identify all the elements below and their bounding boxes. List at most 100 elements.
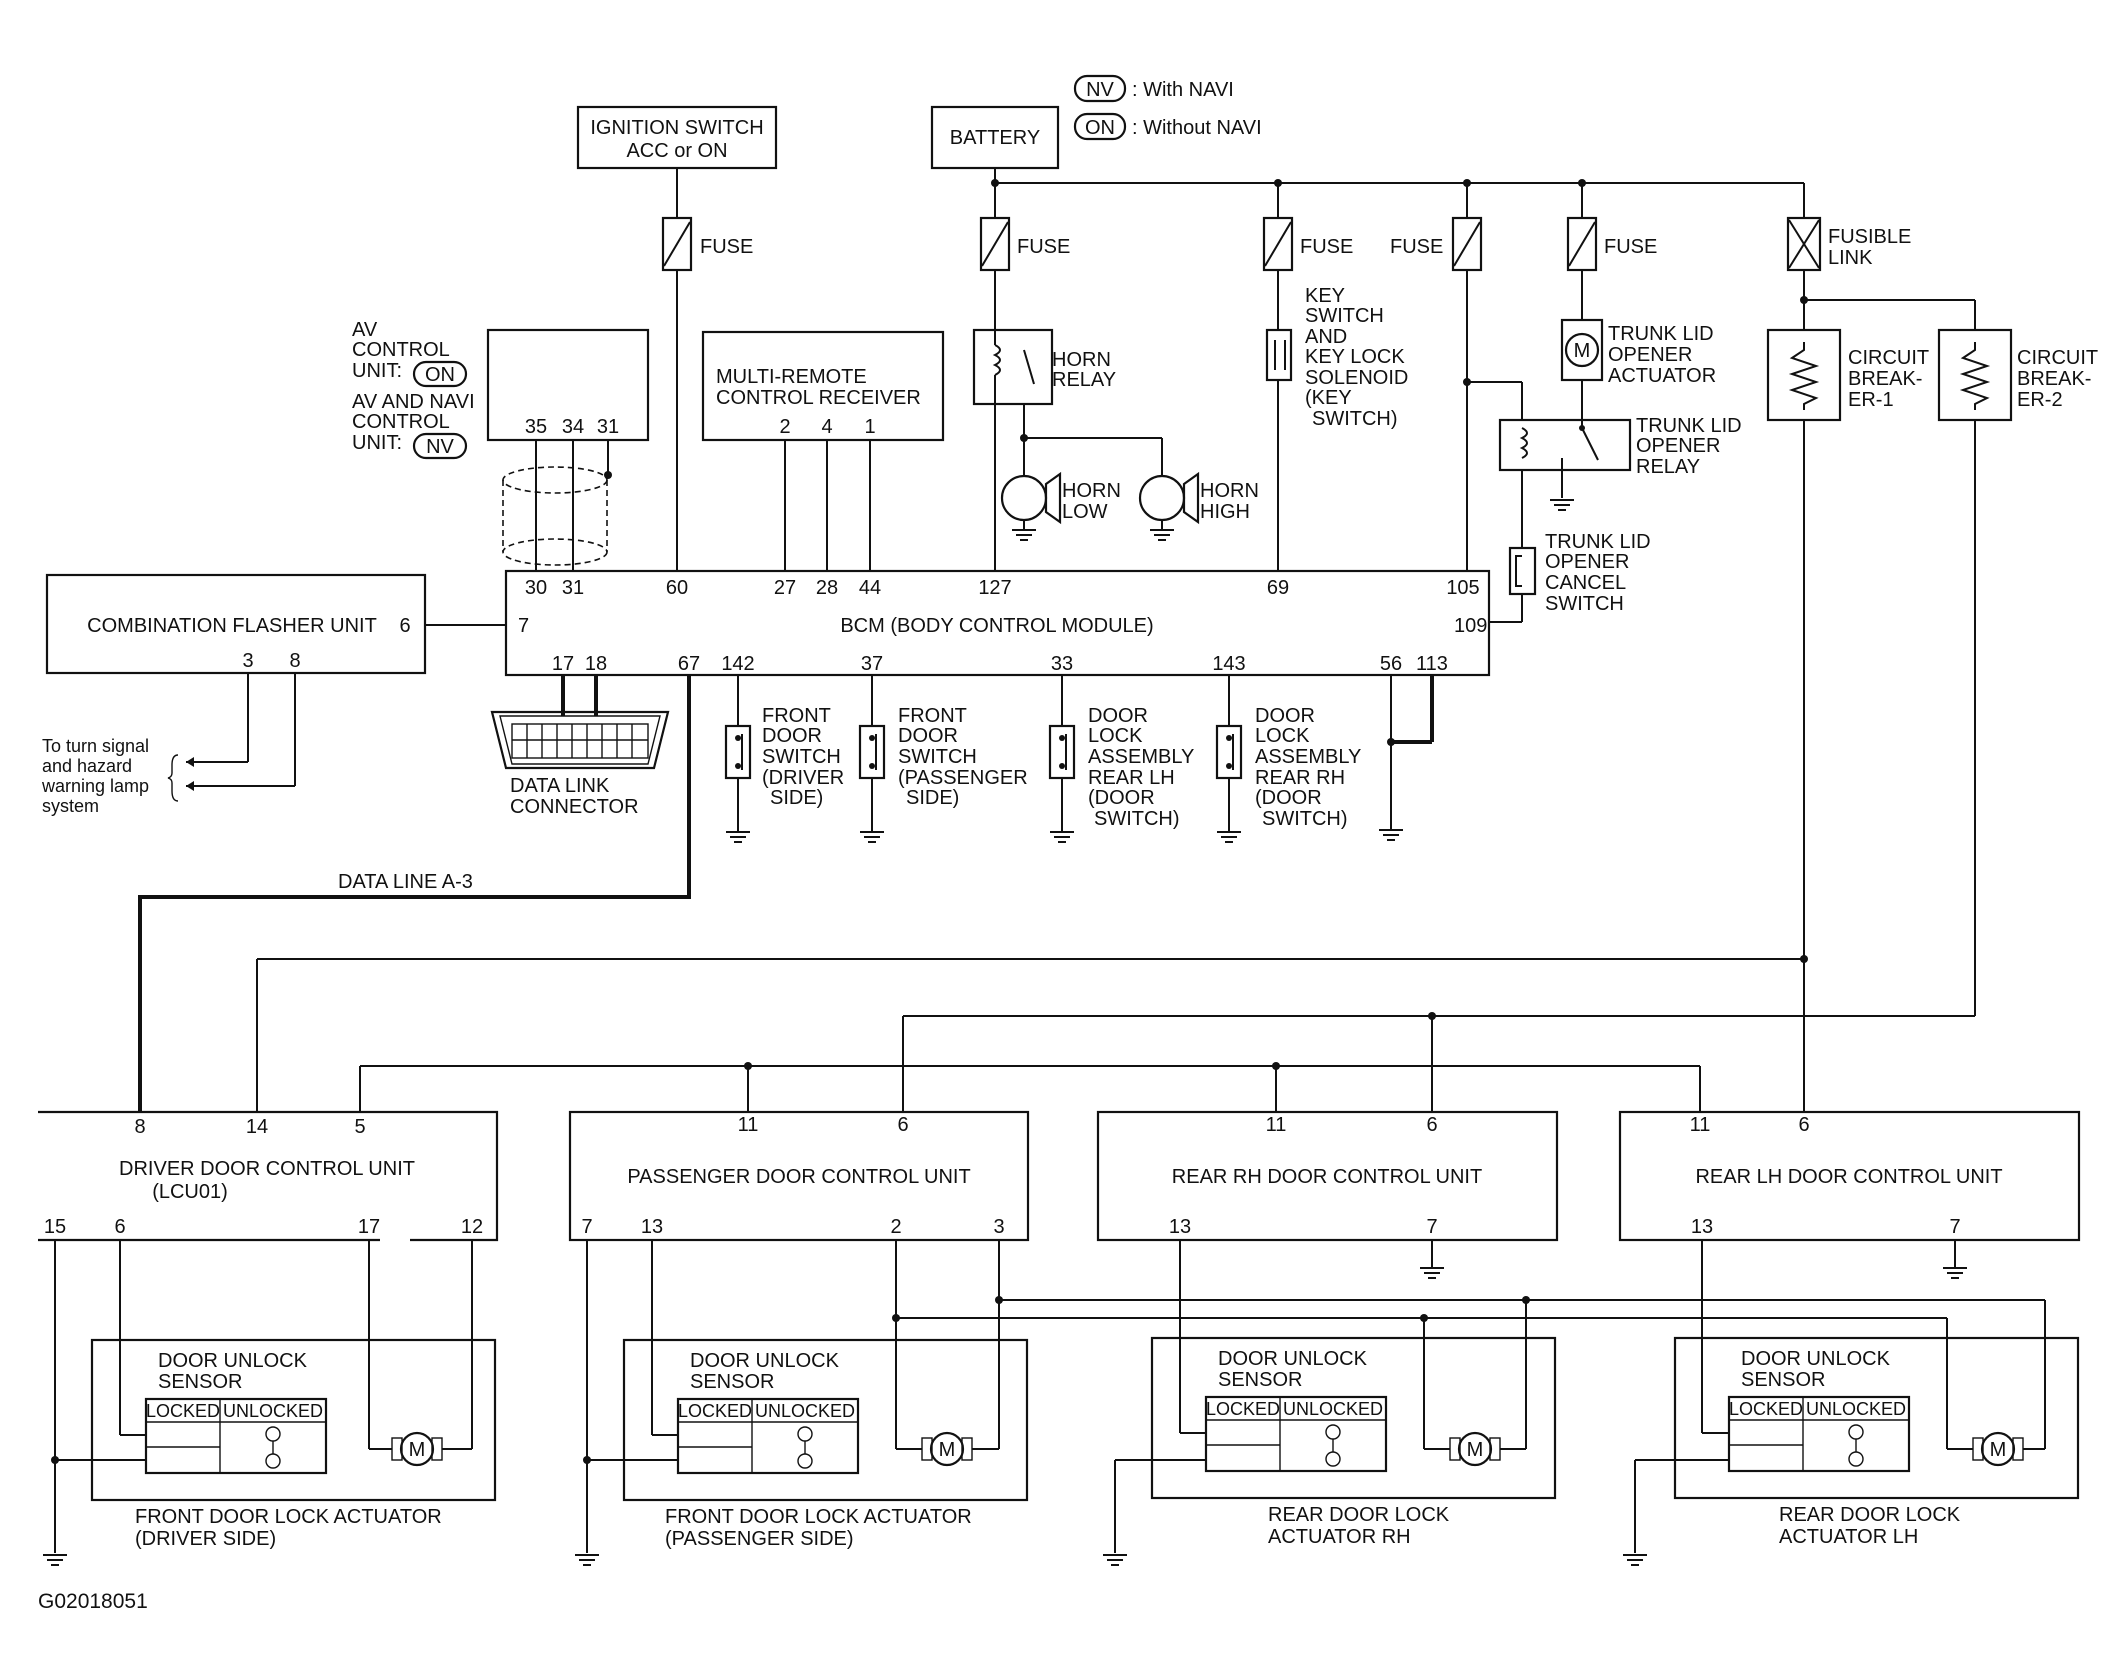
- data-link-label: DATA LINK: [510, 775, 610, 797]
- circuit-breaker-2-label: CIRCUIT: [2017, 347, 2098, 369]
- pin: 37: [861, 653, 883, 675]
- horn-high-label: HORN: [1200, 480, 1259, 502]
- actuator-label: FRONT DOOR LOCK ACTUATOR: [135, 1506, 442, 1528]
- circuit-breaker-1: CIRCUIT BREAK- ER-1: [1766, 328, 1929, 422]
- key-switch-label-5: SOLENOID: [1305, 367, 1408, 389]
- data-link-sublabel: CONNECTOR: [510, 796, 639, 818]
- pin: 34: [562, 416, 584, 438]
- label: SWITCH): [1094, 808, 1180, 830]
- pin: 7: [1949, 1216, 1960, 1238]
- horn-low-sublabel: LOW: [1062, 501, 1108, 523]
- actuator-passenger: DOOR UNLOCK SENSOR LOCKED UNLOCKED M FRO…: [622, 1338, 1029, 1550]
- pin: 31: [597, 416, 619, 438]
- actuator-rear-rh: DOOR UNLOCK SENSOR LOCKED UNLOCKED M REA…: [1150, 1336, 1557, 1548]
- pin: 11: [738, 1114, 759, 1136]
- unlocked-label: UNLOCKED: [223, 1401, 323, 1421]
- pin: 28: [816, 577, 838, 599]
- turn-signal-note: To turn signal and hazard warning lamp s…: [41, 736, 179, 816]
- pin: 105: [1446, 577, 1479, 599]
- pin: 13: [1169, 1216, 1191, 1238]
- motor-icon: M: [1449, 1431, 1501, 1467]
- pin: 7: [518, 615, 529, 637]
- pin: 143: [1212, 653, 1245, 675]
- label: (DRIVER: [762, 767, 844, 789]
- locked-label: LOCKED: [1206, 1399, 1280, 1419]
- pin: 13: [1691, 1216, 1713, 1238]
- label: SWITCH: [898, 746, 977, 768]
- sensor-sublabel: SENSOR: [158, 1371, 242, 1393]
- horn-relay-sublabel: RELAY: [1052, 369, 1116, 391]
- key-switch-label-3: AND: [1305, 326, 1347, 348]
- passenger-door-control-unit: PASSENGER DOOR CONTROL UNIT 11 6 7 13 2 …: [568, 1110, 1030, 1242]
- key-switch-label-4: KEY LOCK: [1305, 346, 1405, 368]
- label: SIDE): [770, 787, 823, 809]
- pin: 44: [859, 577, 881, 599]
- label: DOOR: [898, 725, 958, 747]
- actuator-label: REAR DOOR LOCK: [1779, 1504, 1961, 1526]
- pin: 6: [399, 615, 410, 637]
- label: (PASSENGER: [898, 767, 1028, 789]
- pin: 30: [525, 577, 547, 599]
- av-nv-badge: NV: [426, 436, 454, 458]
- trunk-actuator-label-1: TRUNK LID: [1608, 323, 1714, 345]
- flasher-label: COMBINATION FLASHER UNIT: [87, 615, 377, 637]
- fuse-label: FUSE: [1017, 236, 1070, 258]
- av-navi-label-3: UNIT:: [352, 432, 402, 454]
- note-line-1: To turn signal: [42, 736, 149, 756]
- label: (DOOR: [1255, 787, 1322, 809]
- label: (DOOR: [1088, 787, 1155, 809]
- sensor-label: DOOR UNLOCK: [1741, 1348, 1891, 1370]
- pin: 35: [525, 416, 547, 438]
- driver-unit-sublabel: (LCU01): [152, 1181, 228, 1203]
- combination-flasher-unit: COMBINATION FLASHER UNIT 6 3 8: [45, 573, 427, 675]
- fuse-label: FUSE: [1300, 236, 1353, 258]
- horn-relay-label: HORN: [1052, 349, 1111, 371]
- pin: 13: [641, 1216, 663, 1238]
- ignition-switch-label: IGNITION SWITCH: [590, 117, 763, 139]
- horn-high-sublabel: HIGH: [1200, 501, 1250, 523]
- pin: 33: [1051, 653, 1073, 675]
- locked-label: LOCKED: [1729, 1399, 1803, 1419]
- pin: 6: [1798, 1114, 1809, 1136]
- trunk-cancel-label-3: CANCEL: [1545, 572, 1626, 594]
- pin: 7: [1426, 1216, 1437, 1238]
- pin: 2: [779, 416, 790, 438]
- pin: 142: [721, 653, 754, 675]
- motor-glyph: M: [939, 1439, 956, 1461]
- label: ASSEMBLY: [1088, 746, 1194, 768]
- shield: [502, 466, 608, 566]
- motor-icon: M: [921, 1431, 973, 1467]
- motor-glyph: M: [1467, 1439, 1484, 1461]
- pin: 6: [114, 1216, 125, 1238]
- actuator-sublabel: ACTUATOR RH: [1268, 1526, 1411, 1548]
- label: REAR RH: [1255, 767, 1345, 789]
- pin: 18: [585, 653, 607, 675]
- pin: 14: [246, 1116, 268, 1138]
- ignition-switch: IGNITION SWITCH ACC or ON: [576, 105, 778, 170]
- label: DOOR: [1255, 705, 1315, 727]
- label: FRONT: [762, 705, 831, 727]
- door-lock-assembly-rear-lh-switch: DOOR LOCK ASSEMBLY REAR LH (DOOR SWITCH): [1048, 705, 1194, 830]
- rear-lh-unit-label: REAR LH DOOR CONTROL UNIT: [1695, 1166, 2002, 1188]
- legend-nv-text: : With NAVI: [1132, 79, 1234, 101]
- label: ASSEMBLY: [1255, 746, 1361, 768]
- pin: 11: [1266, 1114, 1287, 1136]
- pin: 8: [134, 1116, 145, 1138]
- motor-icon: M: [1574, 340, 1591, 362]
- pin: 3: [993, 1216, 1004, 1238]
- pin: 6: [897, 1114, 908, 1136]
- pin: 109: [1454, 615, 1487, 637]
- label: SWITCH): [1262, 808, 1348, 830]
- trunk-cancel-label-4: SWITCH: [1545, 593, 1624, 615]
- pin: 69: [1267, 577, 1289, 599]
- fuse-horn: FUSE: [979, 216, 1070, 272]
- sensor-sublabel: SENSOR: [1741, 1369, 1825, 1391]
- pin: 67: [678, 653, 700, 675]
- battery-label: BATTERY: [950, 127, 1040, 149]
- key-switch: KEY SWITCH AND KEY LOCK SOLENOID (KEY SW…: [1265, 285, 1408, 430]
- horn-low: HORN LOW: [1000, 471, 1121, 541]
- key-switch-label-7: SWITCH): [1312, 408, 1398, 430]
- av-navi-label-2: CONTROL: [352, 411, 450, 433]
- circuit-breaker-2-label-2: BREAK-: [2017, 368, 2091, 390]
